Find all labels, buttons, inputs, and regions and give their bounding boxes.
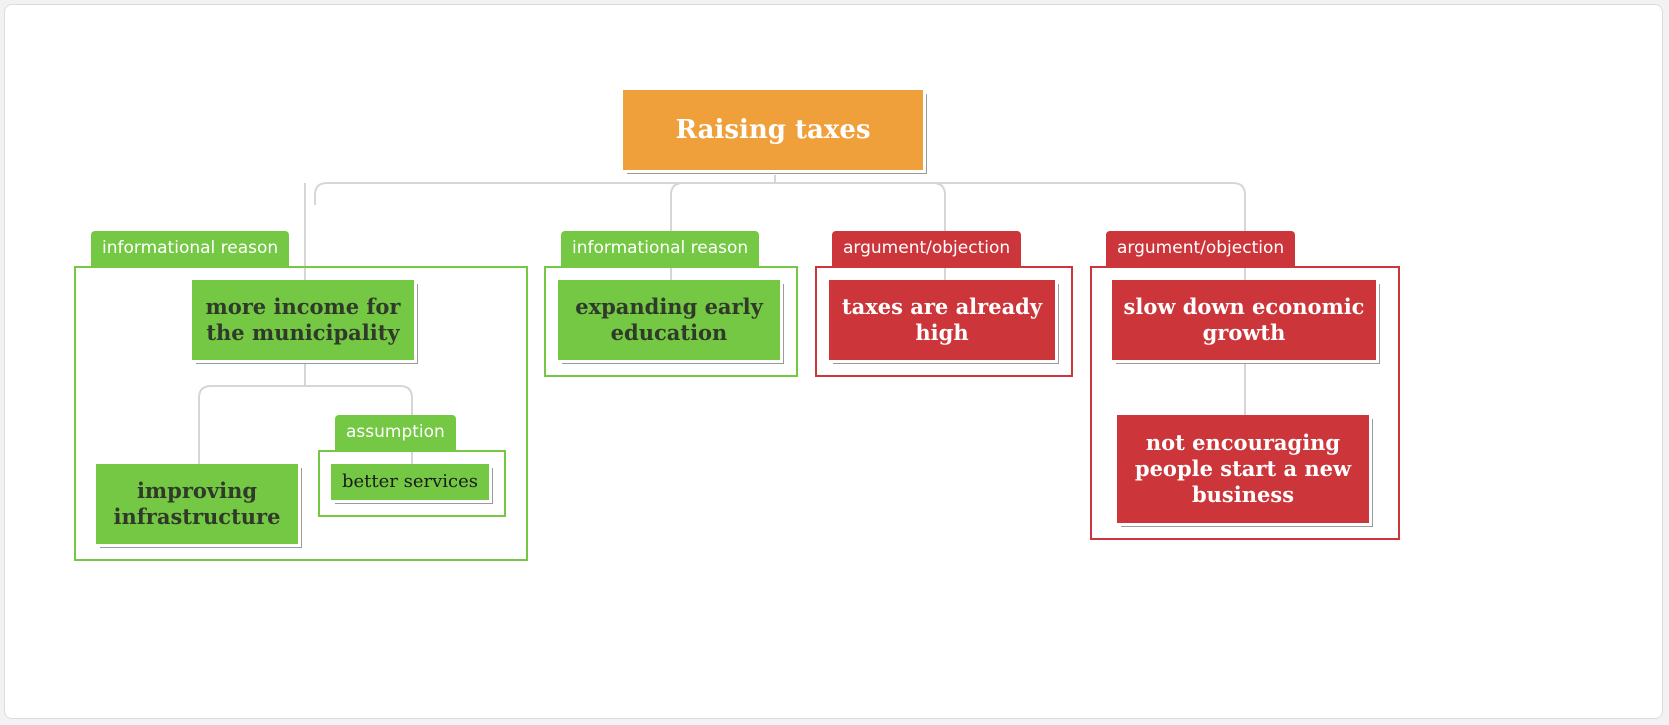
node-slow-down-growth[interactable]: slow down economic growth: [1112, 280, 1376, 360]
root-claim-label: Raising taxes: [675, 114, 871, 145]
node-improving-infrastructure[interactable]: improving infrastructure: [96, 464, 298, 544]
node-improving-infrastructure-label: improving infrastructure: [113, 477, 281, 529]
tag-informational-reason-2[interactable]: informational reason: [561, 231, 760, 266]
node-taxes-already-high[interactable]: taxes are already high: [829, 280, 1055, 360]
node-slow-down-growth-label: slow down economic growth: [1123, 293, 1365, 345]
node-not-encouraging[interactable]: not encouraging people start a new busin…: [1117, 415, 1369, 523]
node-better-services[interactable]: better services: [331, 464, 489, 500]
group-informational-reason-2: [544, 266, 798, 377]
node-better-services-label: better services: [341, 470, 478, 492]
group-assumption: [318, 450, 506, 517]
node-expanding-early-education[interactable]: expanding early education: [558, 280, 780, 360]
node-more-income-label: more income for the municipality: [205, 293, 401, 345]
group-informational-reason-1: [74, 266, 528, 561]
node-expanding-early-education-label: expanding early education: [575, 293, 763, 345]
node-not-encouraging-label: not encouraging people start a new busin…: [1134, 429, 1352, 508]
tag-argument-objection-2[interactable]: argument/objection: [1106, 231, 1296, 266]
tag-informational-reason-1[interactable]: informational reason: [91, 231, 290, 266]
node-taxes-already-high-label: taxes are already high: [841, 293, 1043, 345]
tag-argument-objection-1[interactable]: argument/objection: [832, 231, 1022, 266]
connector-root-bar: [314, 182, 1246, 205]
group-argument-objection-2: [1090, 266, 1400, 540]
node-more-income[interactable]: more income for the municipality: [192, 280, 414, 360]
tag-assumption[interactable]: assumption: [335, 415, 456, 450]
argument-map-canvas: Raising taxes informational reason more …: [4, 4, 1663, 719]
group-argument-objection-1: [815, 266, 1073, 377]
root-claim[interactable]: Raising taxes: [623, 90, 923, 170]
